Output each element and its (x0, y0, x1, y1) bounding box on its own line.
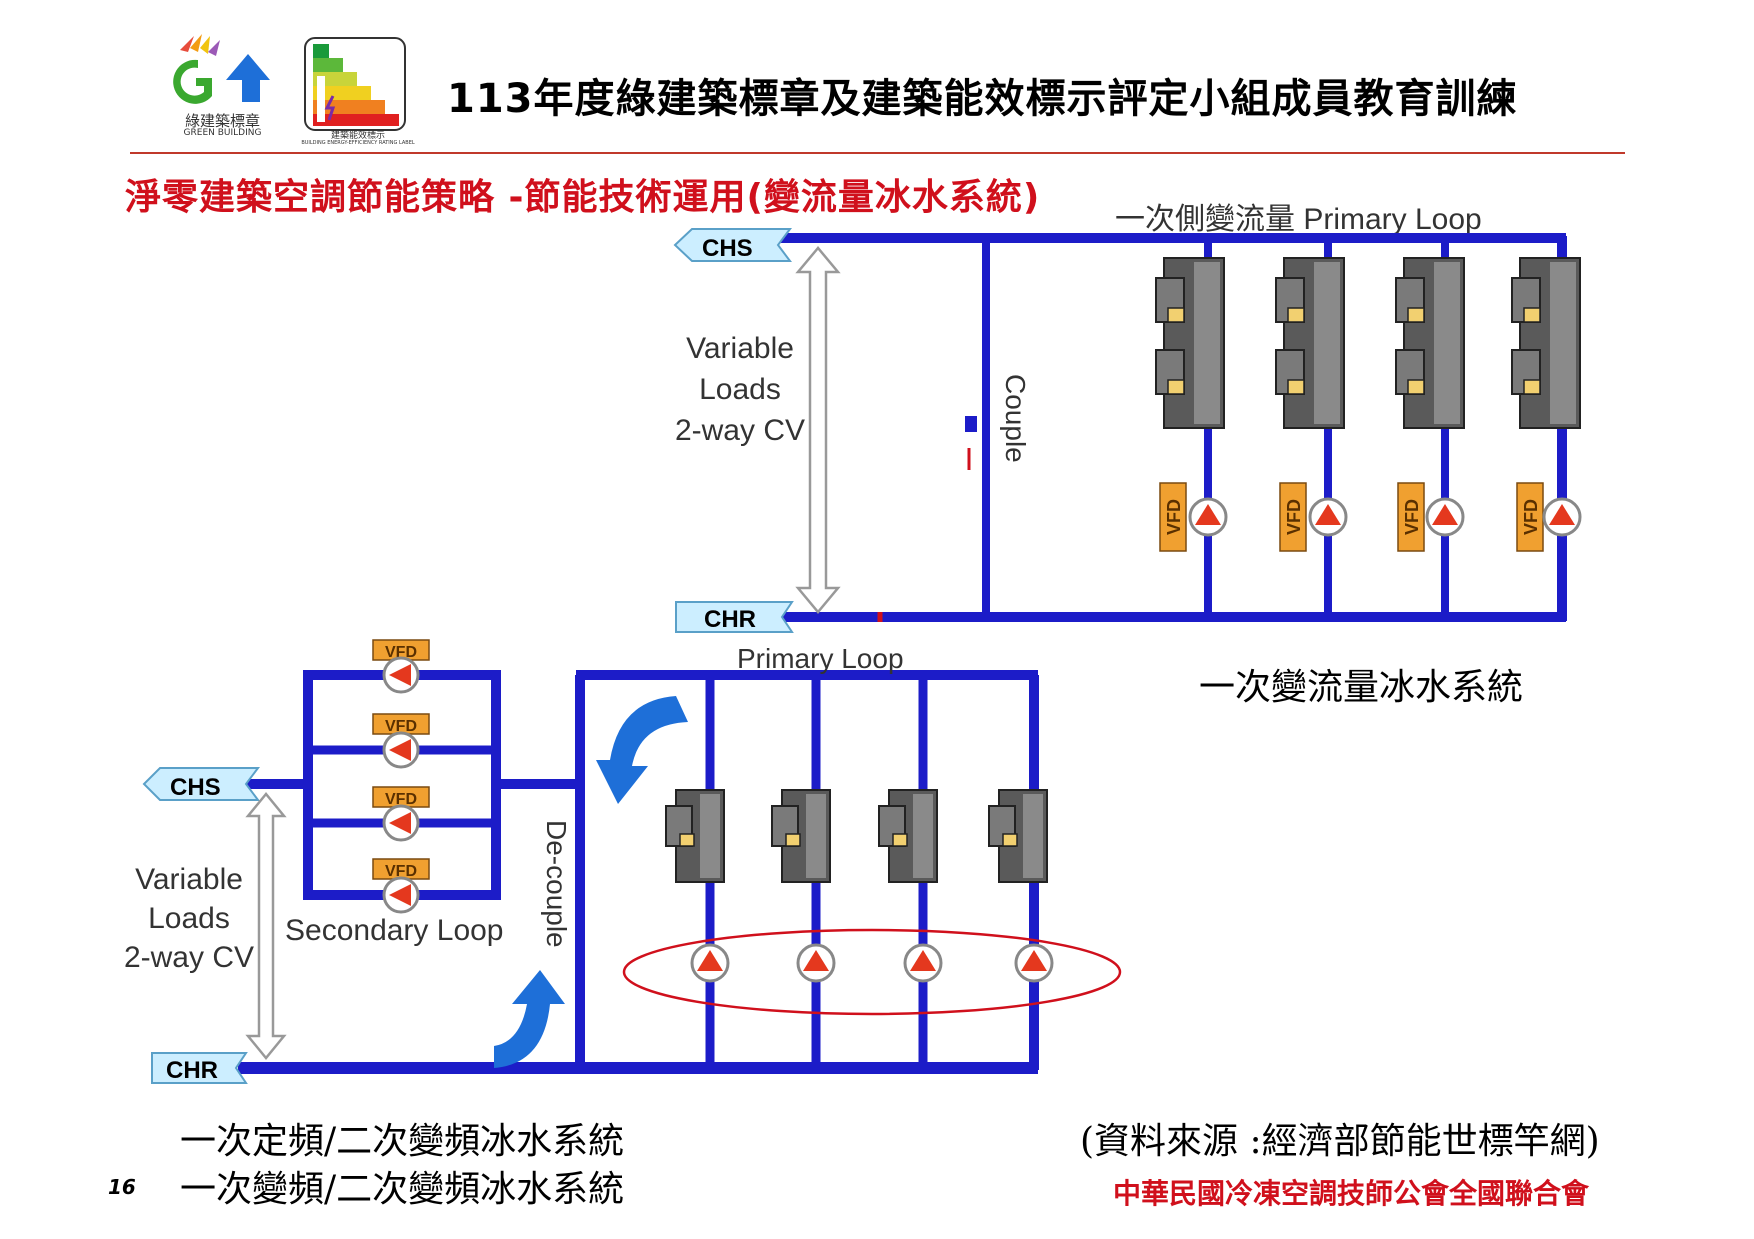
bottom-secondary-vfd-2: VFD (372, 713, 430, 735)
caption-line-1: 一次定頻/二次變頻冰水系統 (180, 1121, 625, 1162)
top-couple-label: Couple (1000, 374, 1031, 463)
top-vfd-2: VFD (1279, 482, 1307, 552)
bottom-primary-pump-3 (903, 943, 943, 983)
slide-title: 淨零建築空調節能策略 -節能技術運用(變流量冰水系統) (125, 177, 1041, 218)
top-chr-tag: CHR (675, 601, 794, 633)
top-load-arrow (795, 246, 841, 614)
top-load-label-2: Loads (699, 373, 781, 406)
top-vfd-1: VFD (1159, 482, 1187, 552)
bottom-primary-pump-1 (690, 943, 730, 983)
caption-line-2: 一次變頻/二次變頻冰水系統 (180, 1169, 625, 1210)
top-pump-2 (1308, 497, 1348, 537)
svg-text:VFD: VFD (385, 863, 417, 880)
bottom-secondary-loop-label: Secondary Loop (285, 914, 504, 947)
top-chiller-1 (1155, 257, 1225, 429)
bottom-chs-tag: CHS (142, 767, 260, 801)
top-caption: 一次變流量冰水系統 (1199, 667, 1524, 708)
top-header-partial: 一次側變流量 Primary Loop (1115, 203, 1482, 236)
bottom-secondary-pump-3 (382, 804, 420, 842)
svg-text:VFD: VFD (1521, 499, 1541, 535)
bottom-diagram: VFD VFD VFD VFD CHS CHR Variable (124, 639, 1122, 1084)
bottom-chiller-4 (988, 789, 1048, 883)
bottom-secondary-vfd-3: VFD (372, 786, 430, 808)
green-building-logo-zh: 綠建築標章 (184, 112, 260, 130)
bottom-secondary-pump-2 (382, 731, 420, 769)
header-divider (130, 152, 1625, 154)
top-load-label-1: Variable (686, 332, 794, 365)
top-vfd-3: VFD (1397, 482, 1425, 552)
page-number: 16 (108, 1175, 136, 1199)
bottom-secondary-pump-1 (382, 656, 420, 694)
svg-text:CHR: CHR (704, 606, 756, 633)
bottom-secondary-vfd-1: VFD (372, 639, 430, 661)
top-pump-3 (1425, 497, 1465, 537)
top-diagram: 一次側變流量 Primary Loop CHS CHR Variable Loa… (673, 203, 1582, 633)
svg-text:VFD: VFD (385, 644, 417, 661)
top-chiller-2 (1275, 257, 1345, 429)
green-building-logo-en: GREEN BUILDING (183, 128, 262, 138)
bottom-chiller-3 (878, 789, 938, 883)
top-chs-tag: CHS (673, 228, 792, 262)
top-load-label-3: 2-way CV (675, 414, 805, 447)
bottom-decouple-label: De-couple (541, 820, 572, 948)
header-title: 113年度綠建築標章及建築能效標示評定小組成員教育訓練 (447, 76, 1518, 122)
energy-label-logo: 建築能效標示 BUILDING ENERGY-EFFICIENCY RATING… (297, 36, 419, 148)
svg-text:VFD: VFD (1284, 499, 1304, 535)
top-vfd-4: VFD (1516, 482, 1544, 552)
bottom-chiller-1 (665, 789, 725, 883)
top-couple-valve (965, 416, 977, 432)
svg-text:VFD: VFD (1402, 499, 1422, 535)
svg-text:CHR: CHR (166, 1057, 218, 1084)
svg-text:CHS: CHS (702, 235, 753, 262)
energy-label-logo-zh: 建築能效標示 (330, 131, 385, 141)
svg-text:VFD: VFD (385, 718, 417, 735)
bottom-flow-arrow-up (494, 970, 565, 1068)
bottom-chiller-2 (771, 789, 831, 883)
bottom-pump-highlight-ellipse (622, 928, 1122, 1016)
top-chiller-3 (1395, 257, 1465, 429)
bottom-primary-loop-label: Primary Loop (737, 643, 904, 674)
bottom-secondary-pump-4 (382, 876, 420, 914)
bottom-load-label-3: 2-way CV (124, 941, 254, 974)
bottom-secondary-vfd-4: VFD (372, 858, 430, 880)
green-building-logo: 綠建築標章 GREEN BUILDING (160, 32, 285, 142)
bottom-flow-arrow-down (596, 696, 688, 804)
bottom-load-label-1: Variable (135, 863, 243, 896)
top-pump-4 (1542, 497, 1582, 537)
green-building-logo-icon (173, 34, 270, 104)
svg-text:VFD: VFD (385, 791, 417, 808)
top-pump-1 (1188, 497, 1228, 537)
svg-text:VFD: VFD (1164, 499, 1184, 535)
energy-label-logo-icon (304, 37, 406, 131)
svg-text:CHS: CHS (170, 774, 221, 801)
energy-label-logo-en: BUILDING ENERGY-EFFICIENCY RATING LABEL (301, 140, 415, 146)
bottom-load-label-2: Loads (148, 902, 230, 935)
top-chiller-4 (1511, 257, 1581, 429)
bottom-primary-pump-2 (796, 943, 836, 983)
footer-org-name: 中華民國冷凍空調技師公會全國聯合會 (1113, 1177, 1590, 1210)
source-caption: (資料來源 :經濟部節能世標竿網) (1080, 1121, 1600, 1162)
bottom-primary-pump-4 (1014, 943, 1054, 983)
bottom-chr-tag: CHR (151, 1052, 248, 1084)
bottom-load-arrow (245, 792, 287, 1060)
